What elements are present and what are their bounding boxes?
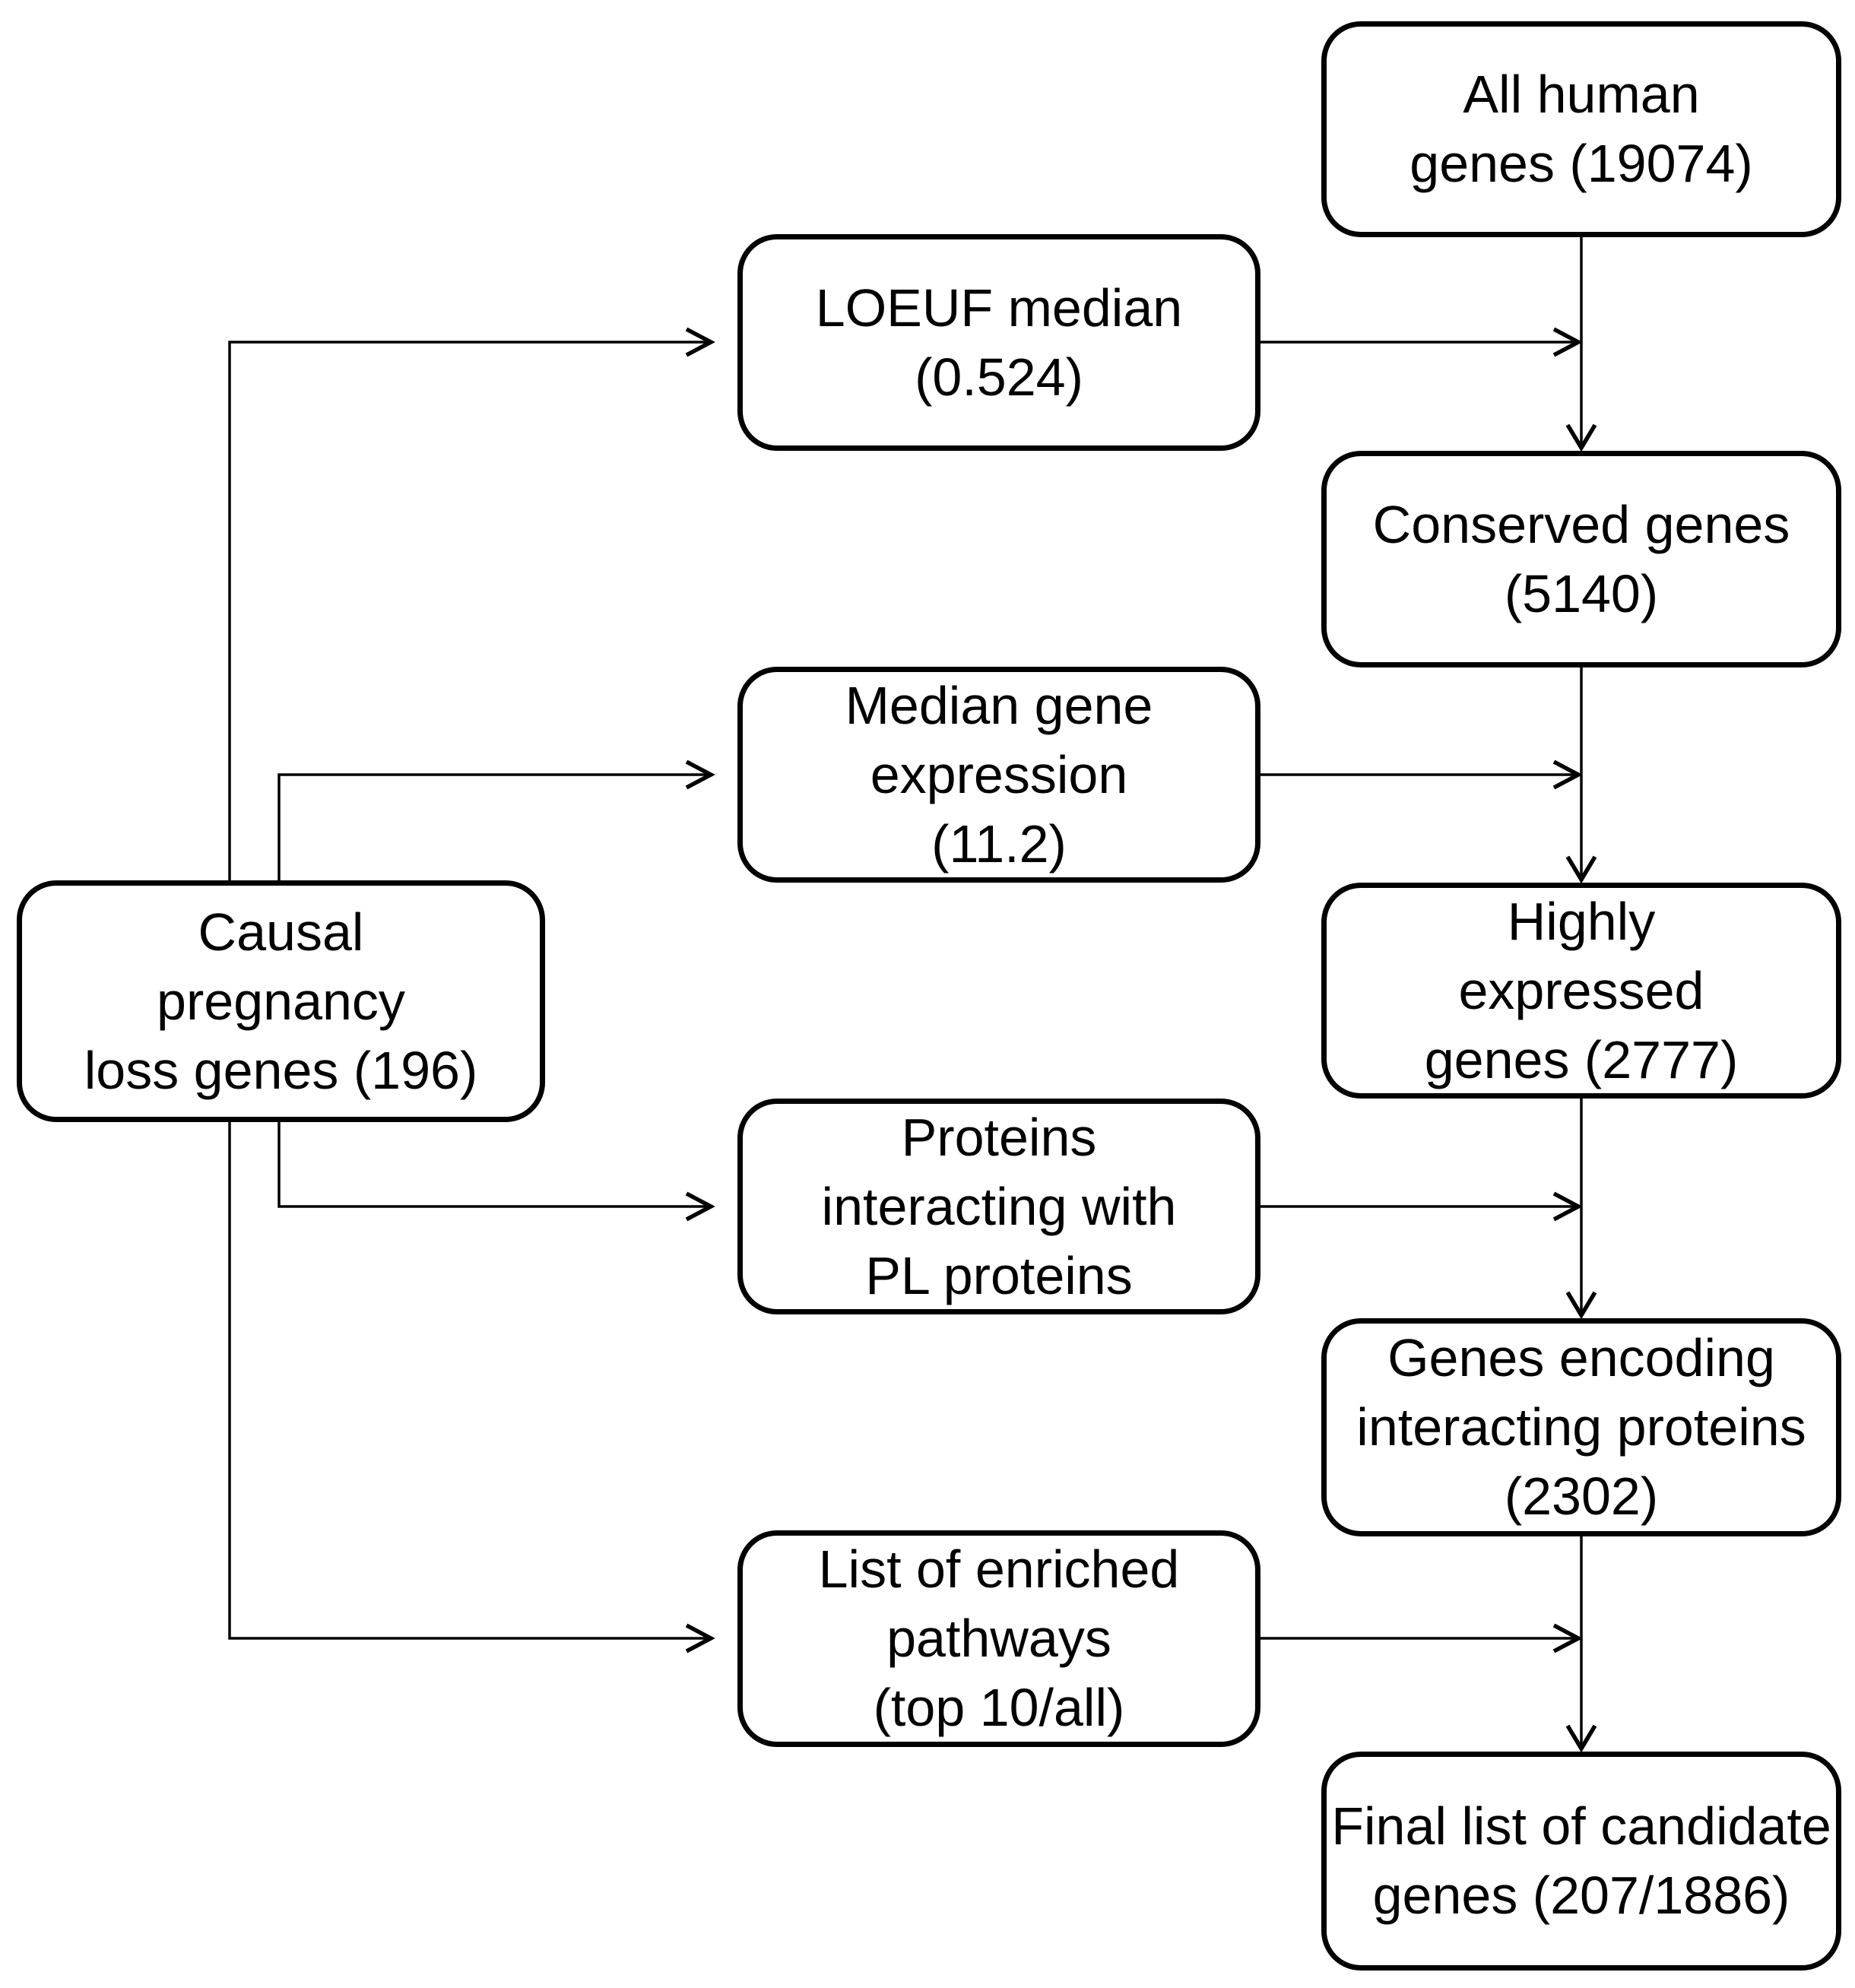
box-final-candidate-genes: Final list of candidate genes (207/1886)	[1321, 1752, 1841, 1971]
box-all-human-genes: All human genes (19074)	[1321, 21, 1841, 237]
arrow-expressed-to-encoding	[1565, 1099, 1597, 1320]
box-proteins-interacting: Proteins interacting with PL proteins	[737, 1099, 1260, 1314]
box-highly-expressed-genes: Highly expressed genes (2777)	[1321, 883, 1841, 1099]
box-median-gene-expression: Median gene expression (11.2)	[737, 667, 1260, 883]
arrow-source-to-expression	[277, 759, 715, 880]
box-loeuf-median: LOEUF median (0.524)	[737, 234, 1260, 451]
arrow-source-to-loeuf	[228, 327, 715, 880]
arrow-source-to-proteins	[277, 1122, 715, 1222]
arrow-loeuf-to-flow	[1260, 327, 1583, 357]
arrow-pathways-to-flow	[1260, 1623, 1583, 1653]
arrow-allgenes-to-conserved	[1565, 237, 1597, 452]
box-enriched-pathways: List of enriched pathways (top 10/all)	[737, 1530, 1260, 1747]
box-genes-encoding-interacting-proteins: Genes encoding interacting proteins (230…	[1321, 1318, 1841, 1536]
arrow-proteins-to-flow	[1260, 1191, 1583, 1222]
arrow-expression-to-flow	[1260, 759, 1583, 790]
arrow-encoding-to-final	[1565, 1536, 1597, 1753]
arrow-source-to-pathways	[228, 1122, 715, 1653]
box-causal-pregnancy-loss-genes: Causal pregnancy loss genes (196)	[17, 880, 545, 1122]
box-conserved-genes: Conserved genes (5140)	[1321, 451, 1841, 667]
arrow-conserved-to-expressed	[1565, 667, 1597, 884]
